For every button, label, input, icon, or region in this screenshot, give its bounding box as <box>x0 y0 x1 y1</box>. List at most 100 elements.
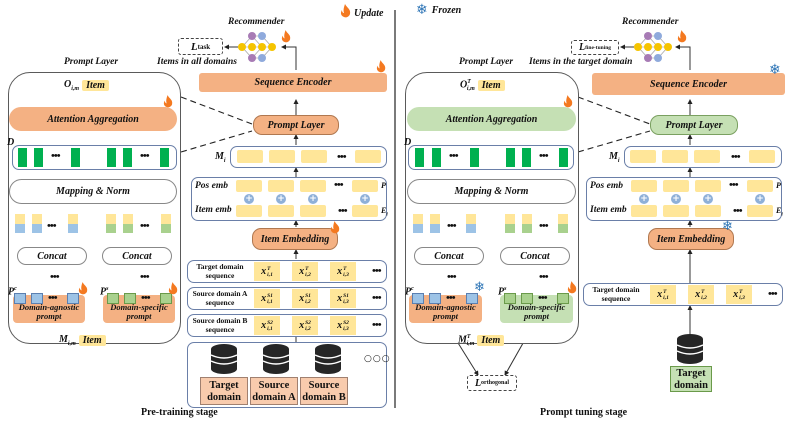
ellipsis: ••• <box>372 319 382 331</box>
mi-sequence-box: ••• <box>624 146 782 168</box>
item-embedding-label: Item Embedding <box>656 233 726 245</box>
snowflake-icon: ❄ <box>769 62 781 78</box>
flame-icon <box>563 95 573 113</box>
mi-cell <box>749 150 775 163</box>
mapping-norm-block: Mapping & Norm <box>407 179 576 204</box>
recommender-label: Recommender <box>622 17 679 27</box>
task-loss-sub: task <box>197 42 211 51</box>
vector-bar <box>123 148 132 167</box>
database-icon <box>314 344 342 374</box>
legend-frozen: ❄ Frozen <box>416 3 461 17</box>
sequence-label: Source domain B sequence <box>192 316 248 334</box>
task-loss-label: L <box>190 40 198 53</box>
mi-cell <box>694 150 720 163</box>
agnostic-prompt-label: Domain-agnostic prompt <box>415 302 476 321</box>
prompt-layer-block: Prompt Layer <box>253 115 339 135</box>
pc-label: Pc <box>8 286 17 298</box>
p-label: P <box>776 181 781 190</box>
concat-right-block: Concat <box>102 247 172 265</box>
plus-icon: + <box>755 194 765 204</box>
pos-emb-cell <box>695 180 721 192</box>
plus-icon: + <box>671 194 681 204</box>
concat-left-block: Concat <box>17 247 87 265</box>
ellipsis: ••• <box>372 292 382 304</box>
item-emb-cell <box>300 205 326 217</box>
pc-label: Pc <box>405 286 414 298</box>
sequence-label: Target domain sequence <box>592 285 640 303</box>
item-embedding-block: Item Embedding <box>252 228 338 250</box>
mi-label: Mi <box>609 151 620 164</box>
input-item: MTi,m Item <box>458 334 505 348</box>
item-emb-cell <box>352 205 378 217</box>
mapping-norm-label: Mapping & Norm <box>454 186 529 197</box>
items-target-domain-caption: Items in the target domain <box>529 57 633 67</box>
sequence-label: Target domain sequence <box>196 262 244 280</box>
flame-icon <box>163 95 173 113</box>
input-label: MTi,m <box>458 334 475 348</box>
vector-bar <box>71 148 80 167</box>
mapping-norm-block: Mapping & Norm <box>9 179 177 204</box>
d-label: D <box>404 137 412 148</box>
concat-right-block: Concat <box>500 247 570 265</box>
mapping-norm-label: Mapping & Norm <box>56 186 130 197</box>
domain-label: Source domain B <box>300 377 348 405</box>
ellipsis: ••• <box>140 150 150 162</box>
sequence-encoder-block: Sequence Encoder <box>199 73 387 92</box>
recommender-network-icon <box>634 32 672 62</box>
item-emb-cell <box>631 205 657 217</box>
concat-right-label: Concat <box>122 250 152 262</box>
ellipsis: ••• <box>768 288 778 300</box>
concat-left-block: Concat <box>414 247 484 265</box>
item-emb-label: Item emb <box>590 205 627 215</box>
agnostic-stack <box>15 224 25 233</box>
item-embedding-block: Item Embedding <box>648 228 734 250</box>
plus-icon: + <box>703 194 713 204</box>
ellipsis: ••• <box>51 150 61 162</box>
ellipsis: ••• <box>334 179 344 191</box>
item-emb-cell <box>695 205 721 217</box>
pos-emb-label: Pos emb <box>195 181 228 191</box>
vector-bar <box>34 148 43 167</box>
flame-icon <box>168 282 178 300</box>
domain-label: Source domain A <box>250 377 298 405</box>
domain-label: Target domain <box>200 377 248 405</box>
input-item-chip: Item <box>78 335 106 346</box>
database-icon <box>210 344 238 374</box>
prompt-layer-title: Prompt Layer <box>459 57 514 67</box>
fine-tuning-loss-sub: fine-tuning <box>585 44 612 51</box>
more-domains-indicator: ○○○ <box>364 354 391 364</box>
pos-emb-cell <box>747 180 773 192</box>
vector-bar <box>18 148 27 167</box>
plus-icon: + <box>360 194 370 204</box>
ps-label: Ps <box>100 286 109 298</box>
pos-emb-cell <box>236 180 262 192</box>
flame-icon <box>330 221 340 239</box>
attention-aggregation-label: Attention Aggregation <box>47 113 139 125</box>
flame-icon <box>340 4 351 23</box>
snowflake-icon: ❄ <box>416 2 428 18</box>
vector-bar <box>160 148 169 167</box>
prompt-layer-title: Prompt Layer <box>64 57 119 67</box>
ei-label: Ei <box>381 206 388 218</box>
item-emb-cell <box>747 205 773 217</box>
specific-prompt-label: Domain-specific prompt <box>110 302 168 321</box>
concat-left-label: Concat <box>37 250 67 262</box>
aggregated-vector-box: ••• ••• <box>12 145 177 170</box>
attention-aggregation-block: Attention Aggregation <box>407 107 576 131</box>
fine-tuning-loss-label: L <box>578 42 586 53</box>
agnostic-prompt-label: Domain-agnostic prompt <box>18 302 80 321</box>
pos-emb-cell <box>663 180 689 192</box>
sequence-encoder-label: Sequence Encoder <box>254 77 332 88</box>
database-icon <box>676 334 704 364</box>
items-all-domains-caption: Items in all domains <box>157 57 237 67</box>
item-emb-cell <box>236 205 262 217</box>
pos-emb-label: Pos emb <box>590 181 623 191</box>
flame-icon <box>567 281 577 299</box>
input-item-chip: Item <box>477 335 505 347</box>
ellipsis: ••• <box>338 205 348 217</box>
